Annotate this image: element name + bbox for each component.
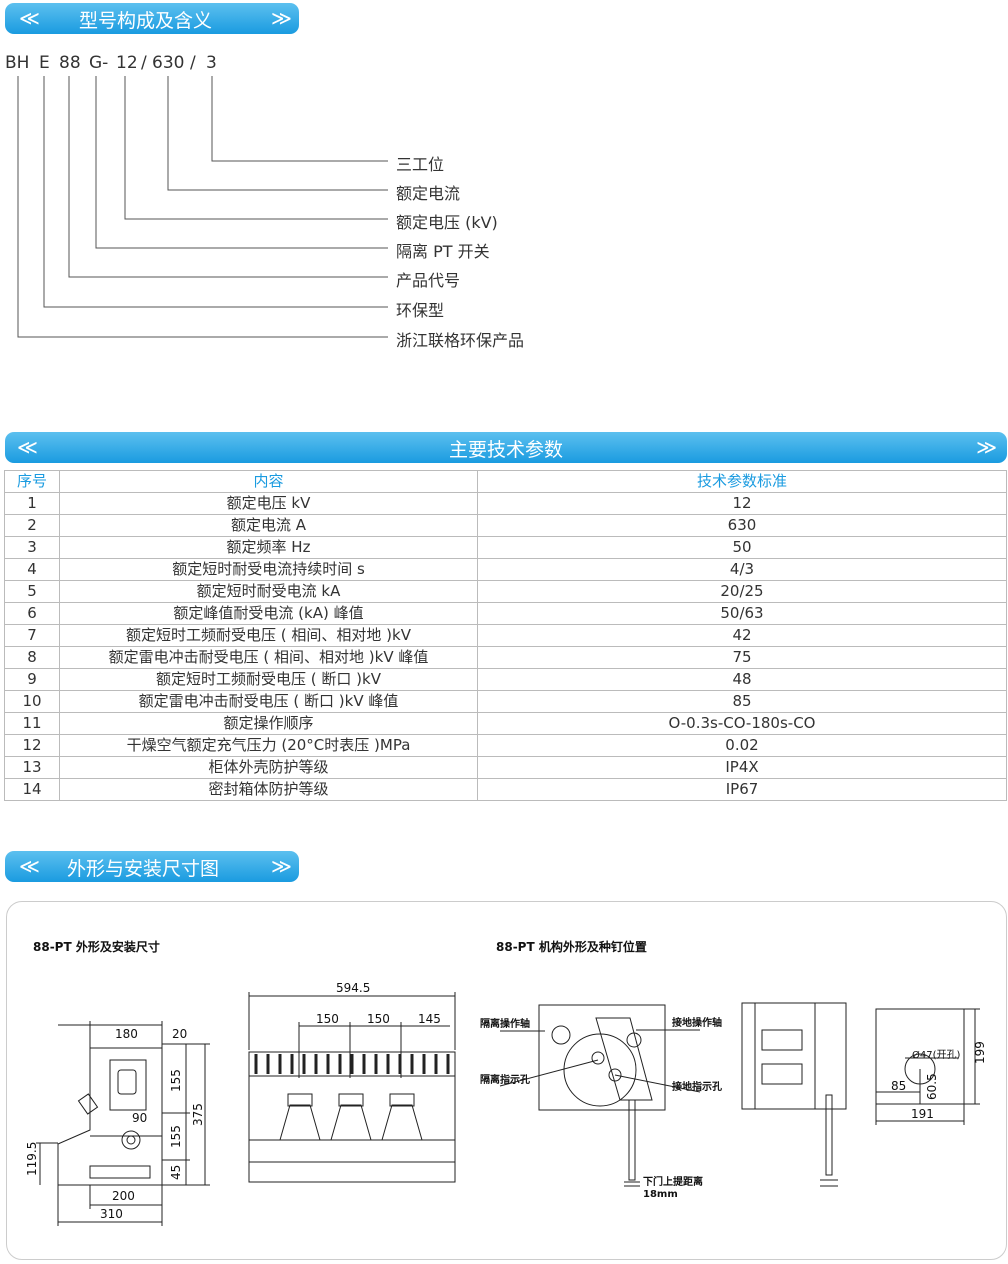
cell-content: 额定电压 kV	[59, 492, 478, 515]
dim-85: 85	[891, 1079, 906, 1093]
dim-45: 45	[169, 1165, 183, 1180]
cutout-drawing	[875, 1008, 980, 1125]
cell-index: 11	[4, 712, 60, 735]
chevron-left-icon: ≪	[17, 435, 38, 459]
dim-119-5: 119.5	[25, 1142, 39, 1176]
cell-content: 额定雷电冲击耐受电压 ( 相间、相对地 )kV 峰值	[59, 646, 478, 669]
dim-155b: 155	[169, 1125, 183, 1148]
cell-content: 额定雷电冲击耐受电压 ( 断口 )kV 峰值	[59, 690, 478, 713]
meaning-item: 额定电压 (kV)	[396, 213, 498, 232]
meaning-item: 三工位	[396, 155, 445, 174]
caption-right: 88-PT 机构外形及种钉位置	[496, 940, 647, 954]
drawing-panel	[6, 901, 1007, 1260]
outline-banner-title: 外形与安装尺寸图	[67, 858, 220, 880]
label-earth-shaft: 接地操作轴	[672, 1016, 722, 1029]
dim-155a: 155	[169, 1069, 183, 1092]
model-banner: ≪ 型号构成及含义 ≫	[5, 3, 299, 34]
chevron-right-icon: ≫	[271, 6, 292, 30]
label-door-distance: 18mm	[643, 1189, 678, 1200]
dim-310: 310	[100, 1207, 123, 1221]
dim-150b: 150	[367, 1012, 390, 1026]
dim-180: 180	[115, 1027, 138, 1041]
cell-content: 额定峰值耐受电流 (kA) 峰值	[59, 602, 478, 625]
dim-150a: 150	[316, 1012, 339, 1026]
label-earth-hole: 接地指示孔	[672, 1080, 722, 1093]
cell-index: 10	[4, 690, 60, 713]
front-view-fins	[254, 1054, 450, 1074]
dim-47-hole: Ø47(开孔)	[912, 1049, 960, 1061]
cell-content: 额定短时工频耐受电压 ( 相间、相对地 )kV	[59, 624, 478, 647]
code-part: BH	[5, 53, 30, 73]
code-part: /	[141, 53, 147, 73]
model-leader-lines	[17, 76, 388, 338]
cell-value: 75	[477, 646, 1007, 669]
dim-191: 191	[911, 1107, 934, 1121]
meaning-item: 隔离 PT 开关	[396, 242, 490, 261]
dim-594-5: 594.5	[336, 981, 370, 995]
table-header-row: 序号 内容 技术参数标准	[4, 470, 1007, 493]
cell-index: 4	[4, 558, 60, 581]
label-iso-shaft: 隔离操作轴	[480, 1017, 530, 1030]
dim-375: 375	[191, 1103, 205, 1126]
side-view-drawing	[36, 1021, 210, 1226]
params-banner-title: 主要技术参数	[448, 439, 563, 461]
label-iso-hole: 隔离指示孔	[480, 1073, 530, 1086]
cell-content: 额定电流 A	[59, 514, 478, 537]
cell-index: 2	[4, 514, 60, 537]
meaning-item: 产品代号	[396, 271, 461, 290]
dim-145: 145	[418, 1012, 441, 1026]
front-view-drawing	[248, 992, 456, 1183]
code-part: 12	[116, 53, 138, 73]
code-part: /	[190, 53, 196, 73]
mechanism-drawing	[499, 1002, 847, 1187]
code-part: 630	[152, 53, 185, 73]
chevron-right-icon: ≫	[271, 854, 292, 878]
caption-left: 88-PT 外形及安装尺寸	[33, 940, 160, 954]
dim-60-5: 60.5	[925, 1073, 939, 1100]
meaning-item: 浙江联格环保产品	[396, 331, 525, 350]
cell-value: 85	[477, 690, 1007, 713]
cell-index: 14	[4, 778, 60, 801]
chevron-left-icon: ≪	[19, 6, 40, 30]
model-banner-title: 型号构成及含义	[79, 10, 213, 32]
params-banner: ≪ 主要技术参数 ≫	[5, 432, 1007, 463]
cell-content: 密封箱体防护等级	[59, 778, 478, 801]
chevron-right-icon: ≫	[976, 435, 997, 459]
code-part: E	[39, 53, 50, 73]
cell-value: IP67	[477, 778, 1007, 801]
dim-90: 90	[132, 1111, 147, 1125]
meaning-item: 环保型	[396, 301, 445, 320]
label-door-lift: 下门上提距离	[643, 1175, 703, 1188]
cell-index: 12	[4, 734, 60, 757]
cell-value: 50/63	[477, 602, 1007, 625]
outline-banner: ≪ 外形与安装尺寸图 ≫	[5, 851, 299, 882]
chevron-left-icon: ≪	[19, 854, 40, 878]
dim-199: 199	[973, 1041, 987, 1064]
dim-20: 20	[172, 1027, 187, 1041]
code-part: 88	[59, 53, 81, 73]
cell-value: 630	[477, 514, 1007, 537]
meaning-item: 额定电流	[396, 184, 461, 203]
code-part: 3	[206, 53, 217, 73]
code-part: G-	[89, 53, 109, 73]
dim-200: 200	[112, 1189, 135, 1203]
